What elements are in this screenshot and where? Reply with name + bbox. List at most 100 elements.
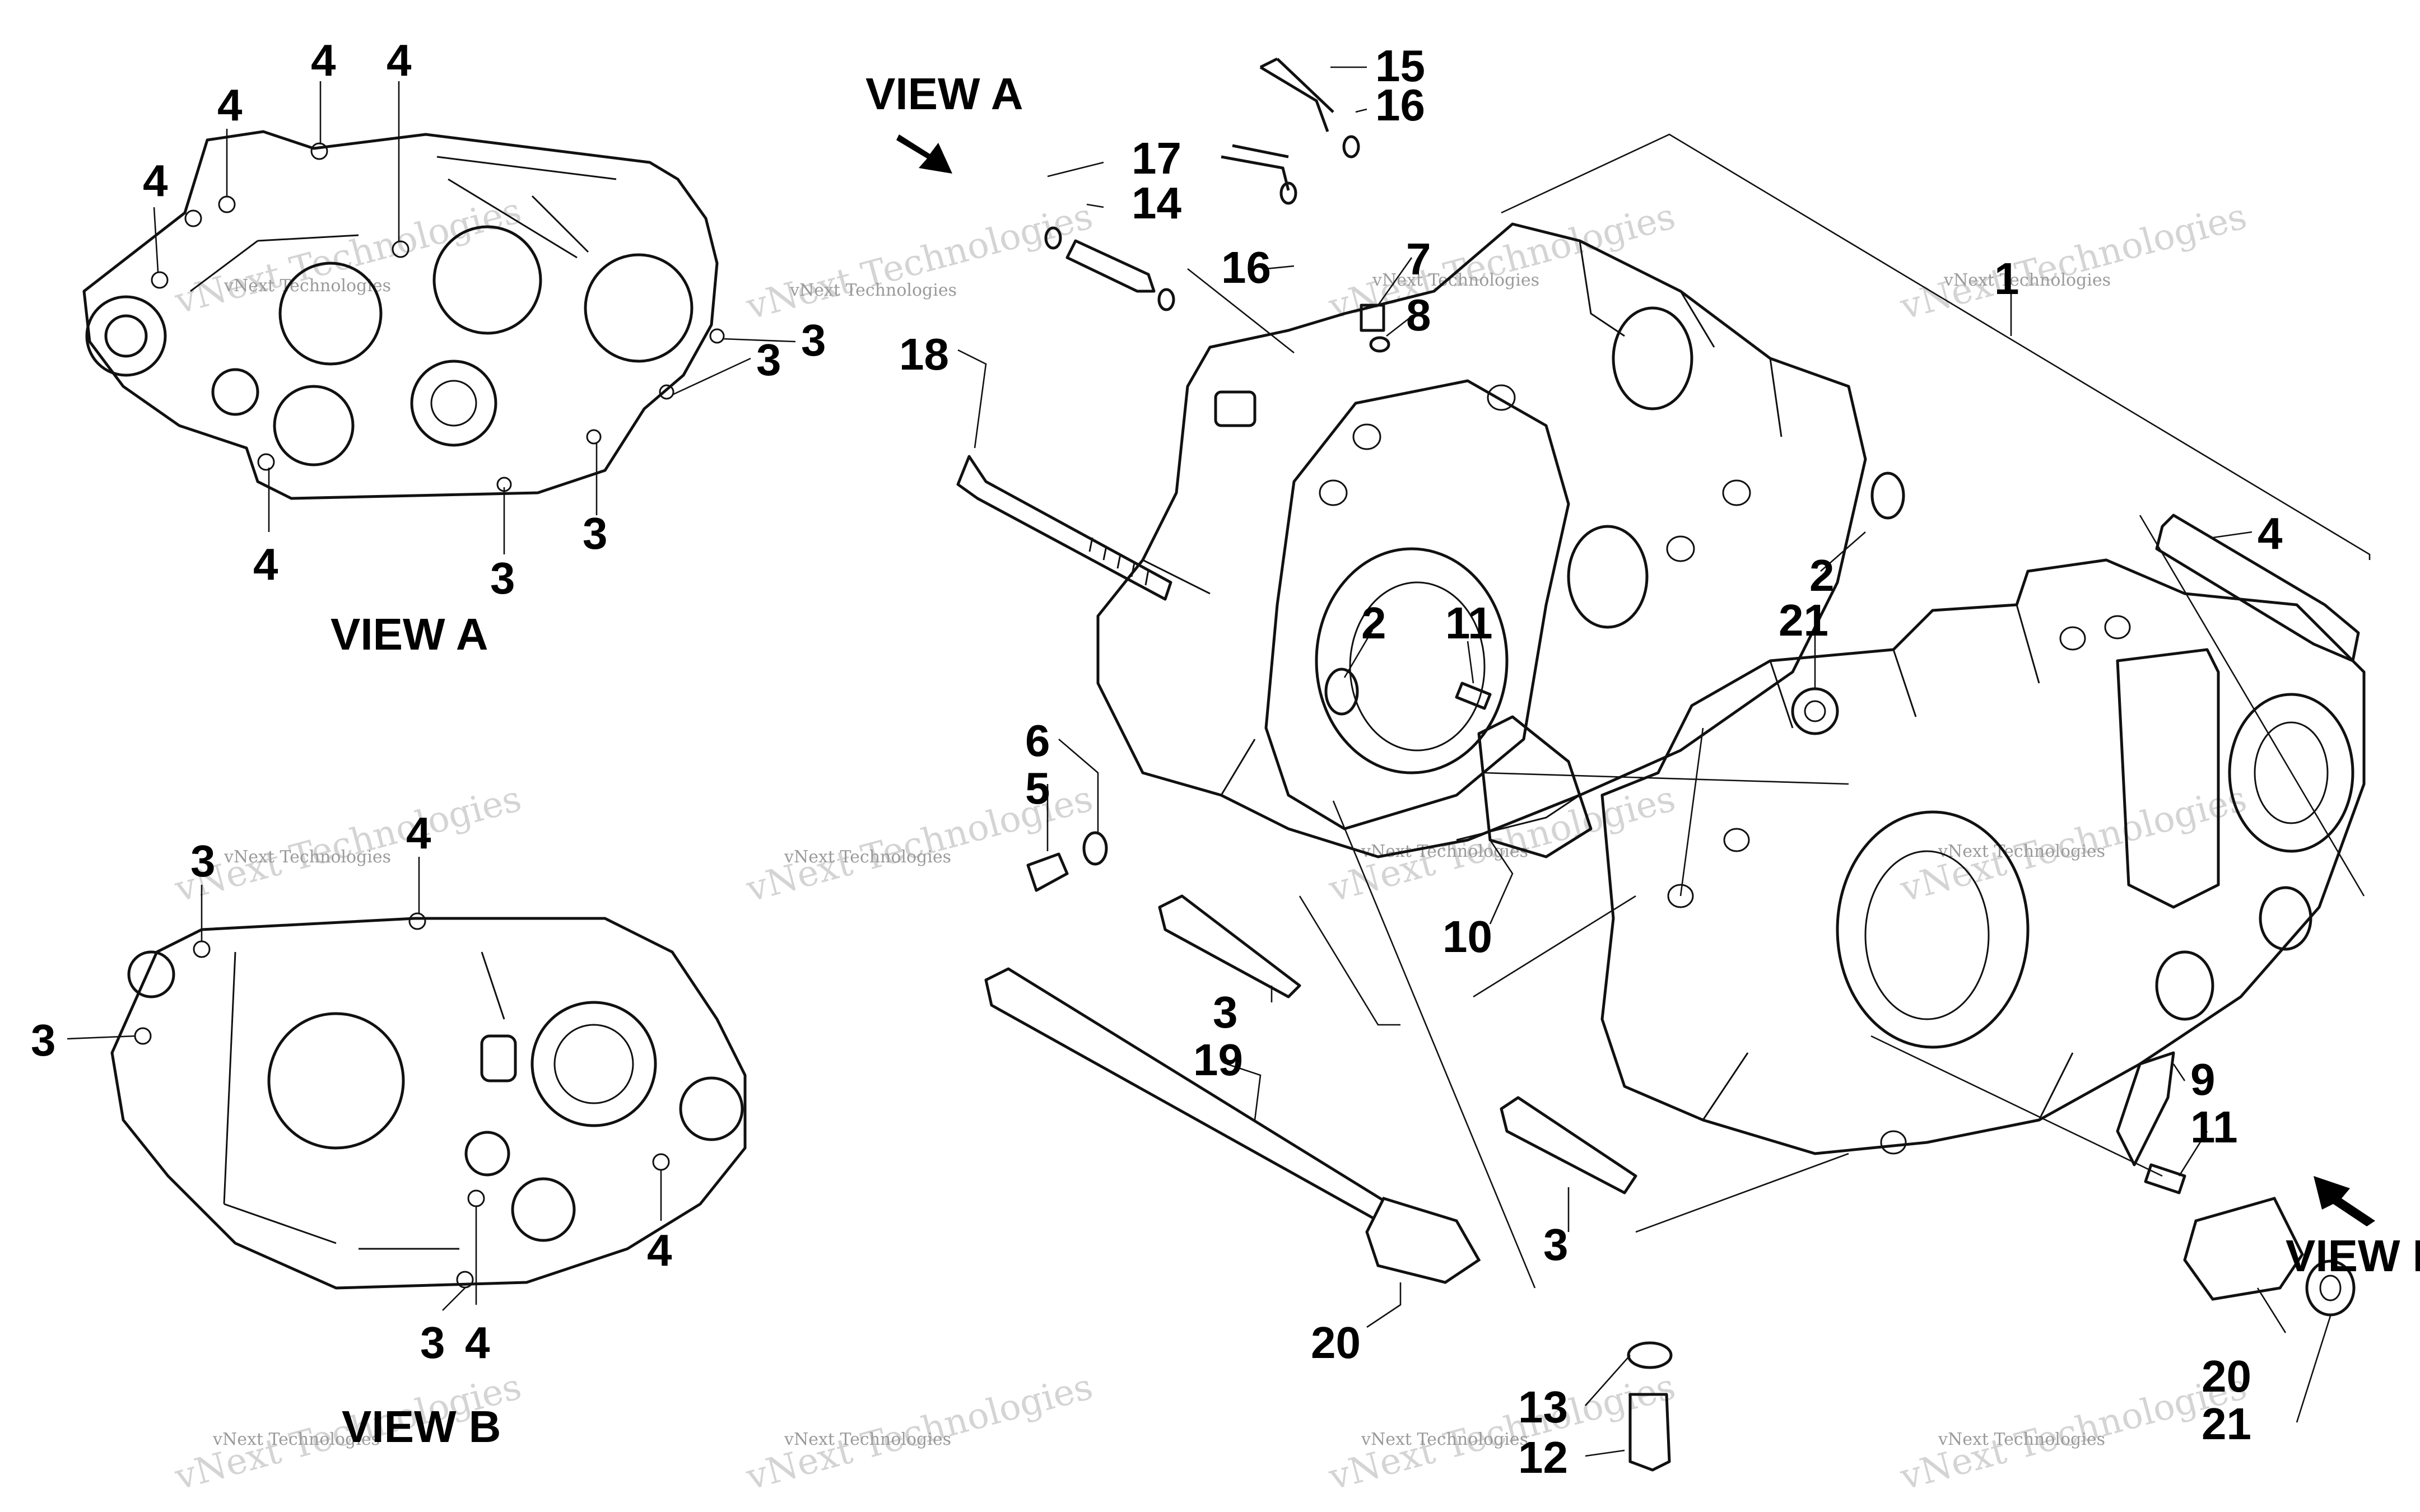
crankcase-body — [1096, 222, 1867, 858]
bolt-hole — [586, 429, 602, 445]
callout-number: 4 — [143, 156, 168, 206]
callout-number: 9 — [2190, 1054, 2216, 1104]
bolt-hole — [218, 195, 236, 213]
callout-number: 11 — [2190, 1102, 2238, 1152]
leader-line — [1058, 739, 1099, 834]
callout-number: 17 — [1132, 133, 1181, 183]
bearing-bore — [430, 380, 477, 427]
bolt-boss — [2104, 615, 2131, 640]
bracket-line — [1501, 133, 2371, 560]
leader-line — [722, 338, 796, 343]
callout-number: 15 — [1375, 41, 1425, 91]
bolt-19 — [984, 967, 1391, 1222]
bracket-line — [1473, 895, 1636, 998]
leader-line — [67, 1035, 136, 1040]
view-b-pointer: VIEW B — [2286, 1176, 2420, 1281]
bearing-bore — [273, 385, 355, 466]
bolt-3 — [1500, 1096, 1637, 1194]
leader-line — [442, 1287, 466, 1311]
cylinder-bore-inner — [1349, 581, 1486, 752]
main-callouts: 15 16 17 14 16 7 8 18 2 11 6 5 10 3 19 2… — [899, 41, 2283, 1482]
cylinder-bore — [1836, 810, 2030, 1049]
leader-line — [153, 207, 159, 272]
callout-number: 2 — [1361, 598, 1386, 648]
bolt-hole — [151, 271, 169, 289]
crankcase-rib — [223, 951, 505, 1250]
callout-number: 16 — [1221, 242, 1271, 292]
crankcase-rib — [190, 156, 617, 292]
bolt-hole — [408, 912, 426, 930]
bolt-hole — [467, 1189, 485, 1207]
nut-21-hole — [2319, 1275, 2342, 1301]
bearing-bore — [2155, 950, 2214, 1021]
view-a-pointer: VIEW A — [865, 69, 1023, 174]
callout-number: 8 — [1406, 290, 1431, 340]
callout-number: 3 — [190, 836, 216, 886]
crankcase-rib — [1702, 604, 2074, 1121]
callout-number: 16 — [1375, 80, 1425, 130]
callout-number: 4 — [2258, 508, 2283, 558]
callout-number: 3 — [756, 335, 781, 385]
washer-13 — [1627, 1341, 1673, 1369]
o-ring-16 — [1279, 181, 1297, 205]
bolt-boss — [1319, 479, 1348, 506]
bearing-bore-inner — [2254, 721, 2329, 824]
right-crankcase-half — [1600, 558, 2366, 1155]
view-a-arrow-caption: VIEW A — [865, 69, 1023, 119]
bearing-bore — [679, 1076, 744, 1141]
view-a-callouts: 4 4 4 4 4 3 3 3 3 VIEW A — [143, 35, 826, 659]
callout-number: 3 — [801, 315, 826, 365]
bracket-line — [1870, 1035, 2163, 1177]
cylinder-bore — [1315, 547, 1509, 774]
callout-number: 3 — [1543, 1220, 1569, 1270]
leader-line — [1467, 641, 1474, 684]
bearing-bore — [464, 1131, 510, 1177]
shift-housing — [2116, 648, 2220, 909]
view-a-caption: VIEW A — [331, 609, 488, 659]
callout-number: 10 — [1442, 912, 1492, 962]
watermark-small: vNext Technologies — [1361, 1430, 1528, 1449]
o-ring-16 — [1157, 288, 1175, 311]
bearing-bore — [2228, 693, 2354, 853]
callout-number: 2 — [1809, 550, 1835, 600]
washer-8 — [1369, 336, 1390, 353]
drain-bolt-12 — [1628, 1393, 1671, 1472]
bolt-5 — [1026, 852, 1069, 892]
watermark-small: vNext Technologies — [224, 847, 391, 867]
bearing-bore — [1612, 306, 1693, 410]
bolt-hole — [456, 1271, 474, 1289]
main-bore — [267, 1012, 405, 1150]
bearing-bore — [553, 1024, 634, 1104]
leader-line — [957, 349, 987, 449]
leader-line — [1086, 203, 1104, 208]
view-b-inset — [110, 912, 747, 1290]
bolt-thread — [1088, 537, 1150, 586]
leader-line — [1355, 108, 1367, 113]
bearing-bore — [511, 1177, 576, 1242]
screw-11 — [2144, 1163, 2186, 1194]
leader-line — [2172, 1063, 2186, 1081]
bolt-hole — [709, 328, 725, 344]
crankcase-port — [85, 295, 167, 377]
callout-number: 3 — [490, 553, 515, 603]
leader-line — [1585, 1449, 1625, 1457]
flange-nut-21-hole — [1804, 700, 1826, 722]
view-b-arrow-caption: VIEW B — [2286, 1231, 2420, 1281]
bracket-line — [1332, 800, 1536, 1289]
spacer-20 — [2183, 1197, 2304, 1301]
leader-line — [2212, 531, 2253, 539]
callout-number: 14 — [1132, 178, 1181, 228]
leader-line — [1343, 629, 1374, 678]
leader-line — [2256, 1287, 2287, 1333]
callout-number: 3 — [583, 508, 608, 558]
main-callout-leaders — [957, 66, 2371, 1457]
bolt-boss — [1722, 479, 1751, 506]
callout-number: 4 — [465, 1318, 490, 1368]
view-b-caption: VIEW B — [342, 1402, 501, 1452]
breather-fitting — [1221, 57, 1334, 191]
callout-number: 5 — [1025, 763, 1050, 813]
leader-line — [1386, 315, 1412, 337]
bolt-hole — [134, 1027, 152, 1045]
callout-number: 21 — [1779, 595, 1828, 645]
crankcase-cavity — [1264, 379, 1570, 830]
